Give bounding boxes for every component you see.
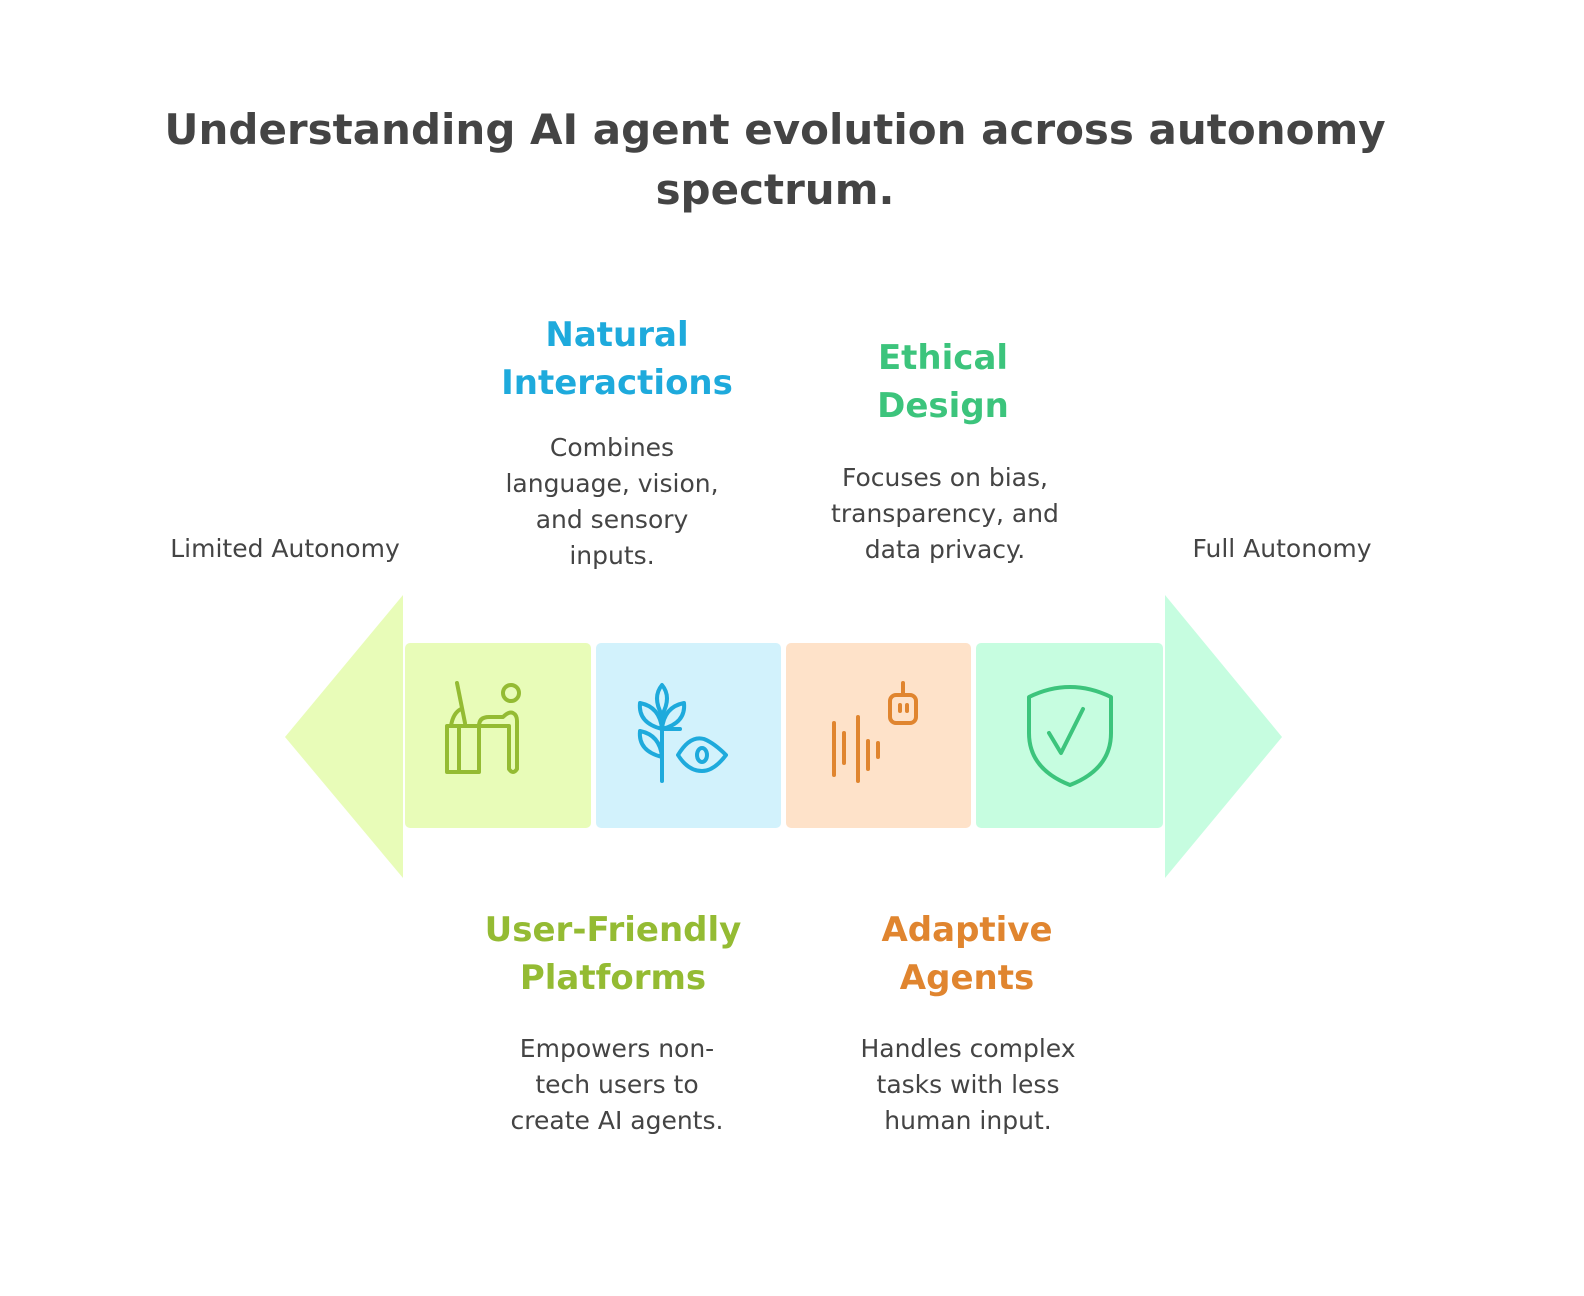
stage-heading-natural-interactions: Natural Interactions: [501, 315, 733, 403]
stage-heading-ethical-design: Ethical Design: [877, 338, 1009, 426]
stage-desc-ethical-design: Focuses on bias, transparency, and data …: [831, 463, 1059, 564]
stage-box-natural-interactions: [596, 643, 781, 828]
stage-box-user-friendly: [405, 643, 591, 828]
stage-desc-natural-interactions: Combines language, vision, and sensory i…: [505, 433, 719, 570]
stage-heading-adaptive-agents: Adaptive Agents: [881, 910, 1053, 998]
stage-box-ethical-design: [976, 643, 1163, 828]
person-at-desk-icon: [445, 680, 521, 774]
stage-heading-user-friendly: User-Friendly Platforms: [484, 910, 742, 998]
stage-box-adaptive-agents: [786, 643, 971, 828]
stage-desc-user-friendly: Empowers non- tech users to create AI ag…: [510, 1034, 724, 1135]
full-autonomy-label: Full Autonomy: [1192, 534, 1372, 563]
robot-voice-icon: [831, 680, 918, 783]
limited-autonomy-label: Limited Autonomy: [170, 534, 400, 563]
plant-eye-icon: [637, 682, 728, 783]
shield-check-icon: [1026, 684, 1113, 787]
diagram-title: Understanding AI agent evolution across …: [164, 105, 1386, 214]
right-arrow-head: [1165, 595, 1282, 878]
stage-desc-adaptive-agents: Handles complex tasks with less human in…: [860, 1034, 1076, 1135]
left-arrow-head: [285, 595, 403, 878]
